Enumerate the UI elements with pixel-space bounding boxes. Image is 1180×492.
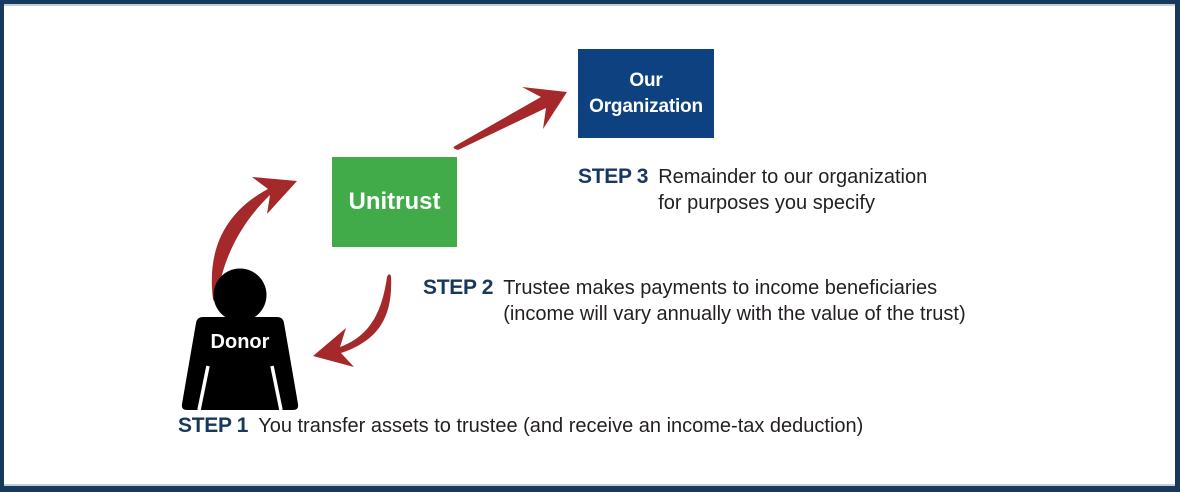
step1-curved-arrow-icon xyxy=(211,177,297,301)
step1-label: STEP 1 xyxy=(178,414,249,437)
top-accent-line xyxy=(4,4,1175,6)
step2-curved-arrow-icon xyxy=(313,274,392,367)
step1-row: STEP 1 You transfer assets to trustee (a… xyxy=(178,413,863,439)
unitrust-node-label: Unitrust xyxy=(348,188,441,215)
donor-node-label: Donor xyxy=(210,331,270,353)
step2-text-line2: (income will vary annually with the valu… xyxy=(503,303,966,325)
bottom-accent-line xyxy=(4,484,1175,486)
step3-text-line2: for purposes you specify xyxy=(658,192,875,214)
organization-node-label: Our Organization xyxy=(589,69,703,117)
step3-straight-arrow-icon xyxy=(453,87,567,150)
unitrust-node: Unitrust xyxy=(332,157,457,247)
step3-text-line1: Remainder to our organization xyxy=(658,166,928,188)
donor-head xyxy=(213,268,267,322)
step2-label: STEP 2 xyxy=(423,276,494,299)
donor-left-arm-gap xyxy=(197,365,210,411)
donor-person-icon xyxy=(181,268,299,411)
organization-node: Our Organization xyxy=(578,49,714,138)
step2-text-line1: Trustee makes payments to income benefic… xyxy=(503,277,938,299)
step2-row: STEP 2 Trustee makes payments to income … xyxy=(423,275,966,327)
donor-right-arm-gap xyxy=(270,365,283,411)
donor-torso xyxy=(181,317,299,410)
step3-row: STEP 3 Remainder to our organization for… xyxy=(578,164,927,216)
step3-label: STEP 3 xyxy=(578,165,649,188)
step1-text-line1: You transfer assets to trustee (and rece… xyxy=(258,415,864,437)
